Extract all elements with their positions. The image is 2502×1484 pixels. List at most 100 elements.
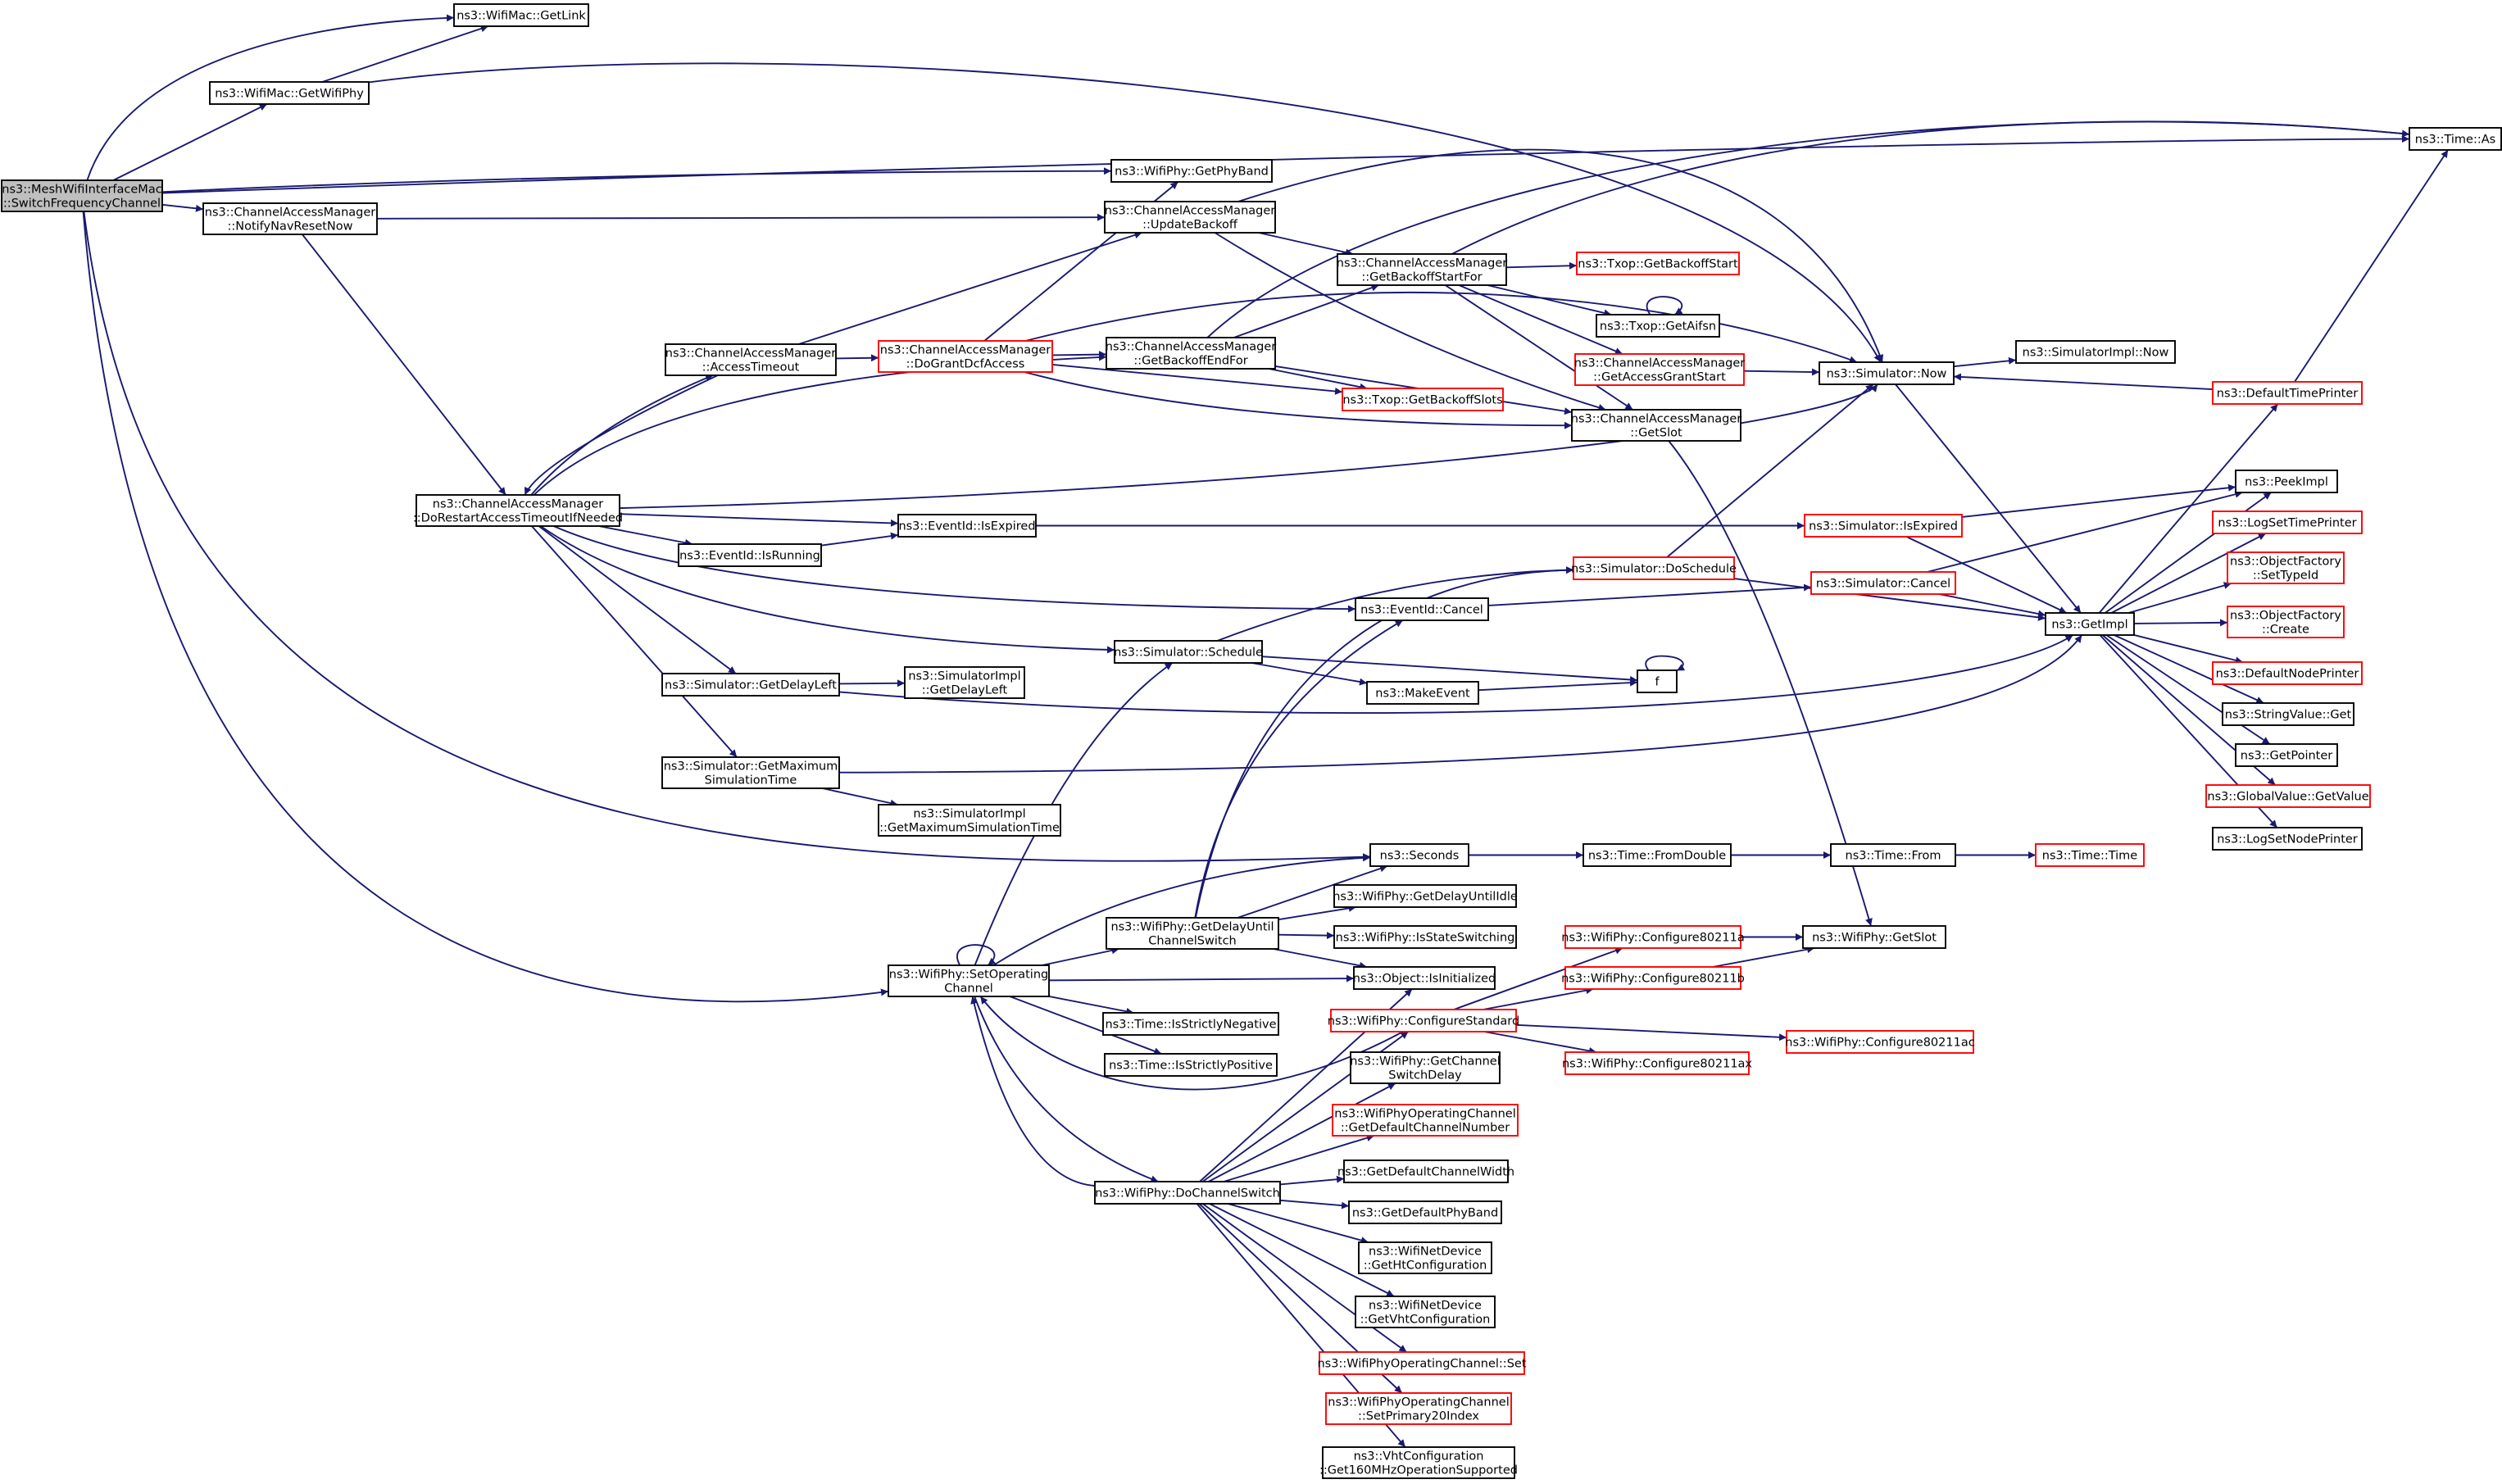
node-getHtConfiguration[interactable]: ns3::WifiNetDevice::GetHtConfiguration [1358,1241,1492,1274]
node-doChannelSwitch[interactable]: ns3::WifiPhy::DoChannelSwitch [1094,1181,1281,1205]
node-box[interactable] [415,494,620,527]
node-box[interactable] [2409,127,2502,151]
node-box[interactable] [1564,966,1741,990]
node-box[interactable] [1319,1351,1525,1375]
node-simGetDelayLeft[interactable]: ns3::Simulator::GetDelayLeft [661,673,840,697]
node-box[interactable] [1094,1181,1281,1205]
node-box[interactable] [1333,925,1517,949]
node-box[interactable] [878,340,1053,373]
node-defaultTimePrinter[interactable]: ns3::DefaultTimePrinter [2212,381,2363,405]
node-doRestart[interactable]: ns3::ChannelAccessManager::DoRestartAcce… [413,494,623,527]
node-box[interactable] [1332,1104,1519,1137]
node-simGetMaxSimTime[interactable]: ns3::Simulator::GetMaximumSimulationTime [661,756,840,789]
node-box[interactable] [1355,597,1489,621]
node-timeFromDouble[interactable]: ns3::Time::FromDouble [1582,843,1732,867]
node-timeIsStrictlyPositive[interactable]: ns3::Time::IsStrictlyPositive [1104,1053,1278,1077]
node-box[interactable] [1102,1012,1279,1036]
node-makeEvent[interactable]: ns3::MakeEvent [1366,681,1479,705]
node-box[interactable] [1571,409,1741,442]
node-box[interactable] [1358,1241,1492,1274]
node-simImplGetMaxSimTime[interactable]: ns3::SimulatorImpl::GetMaximumSimulation… [878,804,1061,837]
node-box[interactable] [1325,1392,1512,1425]
node-box[interactable] [1322,1446,1515,1479]
node-box[interactable] [2235,470,2338,493]
node-box[interactable] [888,964,1050,997]
node-eventCancel[interactable]: ns3::EventId::Cancel [1355,597,1489,621]
node-objIsInitialized[interactable]: ns3::Object::IsInitialized [1353,966,1496,990]
node-box[interactable] [1802,925,1946,949]
node-getWifiPhy[interactable]: ns3::WifiMac::GetWifiPhy [209,81,370,105]
node-doGrant[interactable]: ns3::ChannelAccessManager::DoGrantDcfAcc… [878,340,1053,373]
node-peekImpl[interactable]: ns3::PeekImpl [2235,470,2338,493]
node-stringValueGet[interactable]: ns3::StringValue::Get [2222,702,2354,726]
node-box[interactable] [2045,612,2135,636]
node-timeAs[interactable]: ns3::Time::As [2409,127,2502,151]
node-getImpl[interactable]: ns3::GetImpl [2045,612,2135,636]
node-box[interactable] [1104,201,1276,234]
node-getDefaultPhyBand[interactable]: ns3::GetDefaultPhyBand [1348,1200,1502,1224]
node-box[interactable] [904,666,1025,699]
node-txopGetBackoffSlots[interactable]: ns3::Txop::GetBackoffSlots [1342,388,1504,411]
node-box[interactable] [2205,784,2371,808]
node-box[interactable] [1110,159,1273,183]
node-box[interactable] [1106,337,1276,370]
node-simNow[interactable]: ns3::Simulator::Now [1819,361,1955,385]
node-box[interactable] [1333,884,1517,908]
node-simDoSchedule[interactable]: ns3::Simulator::DoSchedule [1571,556,1737,580]
node-configure80211b[interactable]: ns3::WifiPhy::Configure80211b [1561,966,1745,990]
node-simCancel[interactable]: ns3::Simulator::Cancel [1810,571,1956,595]
node-getVhtConfiguration[interactable]: ns3::WifiNetDevice::GetVhtConfiguration [1355,1296,1496,1328]
node-accessTimeout[interactable]: ns3::ChannelAccessManager::AccessTimeout [665,343,837,376]
node-box[interactable] [2015,340,2176,364]
node-getLink[interactable]: ns3::WifiMac::GetLink [453,3,589,27]
node-box[interactable] [1337,253,1507,286]
node-f[interactable]: f [1637,669,1678,693]
node-getPhyBand[interactable]: ns3::WifiPhy::GetPhyBand [1110,159,1273,183]
node-box[interactable] [1786,1030,1974,1054]
node-notifyNav[interactable]: ns3::ChannelAccessManager::NotifyNavRese… [202,202,378,235]
node-globalValueGet[interactable]: ns3::GlobalValue::GetValue [2205,784,2371,808]
node-box[interactable] [1576,252,1740,275]
node-getAccessGrantStart[interactable]: ns3::ChannelAccessManager::GetAccessGran… [1574,353,1746,386]
node-getDefaultChannelWidth[interactable]: ns3::GetDefaultChannelWidth [1337,1160,1514,1183]
node-box[interactable] [1637,669,1678,693]
node-simSchedule[interactable]: ns3::Simulator::Schedule [1114,640,1263,664]
node-box[interactable] [1564,925,1741,949]
node-eventIsExpired[interactable]: ns3::EventId::IsExpired [897,514,1037,538]
node-simImplNow[interactable]: ns3::SimulatorImpl::Now [2015,340,2176,364]
node-simIsExpired[interactable]: ns3::Simulator::IsExpired [1804,514,1963,538]
node-configure80211ac[interactable]: ns3::WifiPhy::Configure80211ac [1785,1030,1975,1054]
node-box[interactable] [1582,843,1732,867]
node-box[interactable] [1350,1051,1501,1084]
node-txopGetBackoffStart[interactable]: ns3::Txop::GetBackoffStart [1576,252,1740,275]
node-txopGetAifsn[interactable]: ns3::Txop::GetAifsn [1596,314,1720,338]
node-objFactorySetTypeId[interactable]: ns3::ObjectFactory::SetTypeId [2227,551,2345,584]
node-defaultNodePrinter[interactable]: ns3::DefaultNodePrinter [2212,661,2363,685]
node-box[interactable] [2212,511,2363,534]
node-seconds[interactable]: ns3::Seconds [1369,843,1469,867]
node-getBackoffEnd[interactable]: ns3::ChannelAccessManager::GetBackoffEnd… [1106,337,1277,370]
node-box[interactable] [1369,843,1469,867]
node-vhtGet160[interactable]: ns3::VhtConfiguration::Get160MHzOperatio… [1319,1446,1518,1479]
node-getBackoffStartFor[interactable]: ns3::ChannelAccessManager::GetBackoffSta… [1337,253,1508,286]
node-box[interactable] [1596,314,1720,338]
node-box[interactable] [665,343,837,376]
node-box[interactable] [2235,743,2338,767]
node-simImplGetDelayLeft[interactable]: ns3::SimulatorImpl::GetDelayLeft [904,666,1025,699]
node-box[interactable] [1564,1051,1750,1075]
node-wifiPhyGetSlot[interactable]: ns3::WifiPhy::GetSlot [1802,925,1946,949]
node-box[interactable] [661,756,840,789]
node-box[interactable] [1348,1200,1502,1224]
node-isStateSwitching[interactable]: ns3::WifiPhy::IsStateSwitching [1333,925,1517,949]
node-configureStandard[interactable]: ns3::WifiPhy::ConfigureStandard [1328,1009,1519,1032]
node-box[interactable] [1104,1053,1278,1077]
node-box[interactable] [1574,353,1745,386]
node-box[interactable] [1819,361,1955,385]
node-box[interactable] [1804,514,1963,538]
node-getDefaultChannelNumber[interactable]: ns3::WifiPhyOperatingChannel::GetDefault… [1332,1104,1519,1137]
node-box[interactable] [453,3,589,27]
node-box[interactable] [897,514,1037,538]
node-wpocSetPrimary20[interactable]: ns3::WifiPhyOperatingChannel::SetPrimary… [1325,1392,1512,1425]
